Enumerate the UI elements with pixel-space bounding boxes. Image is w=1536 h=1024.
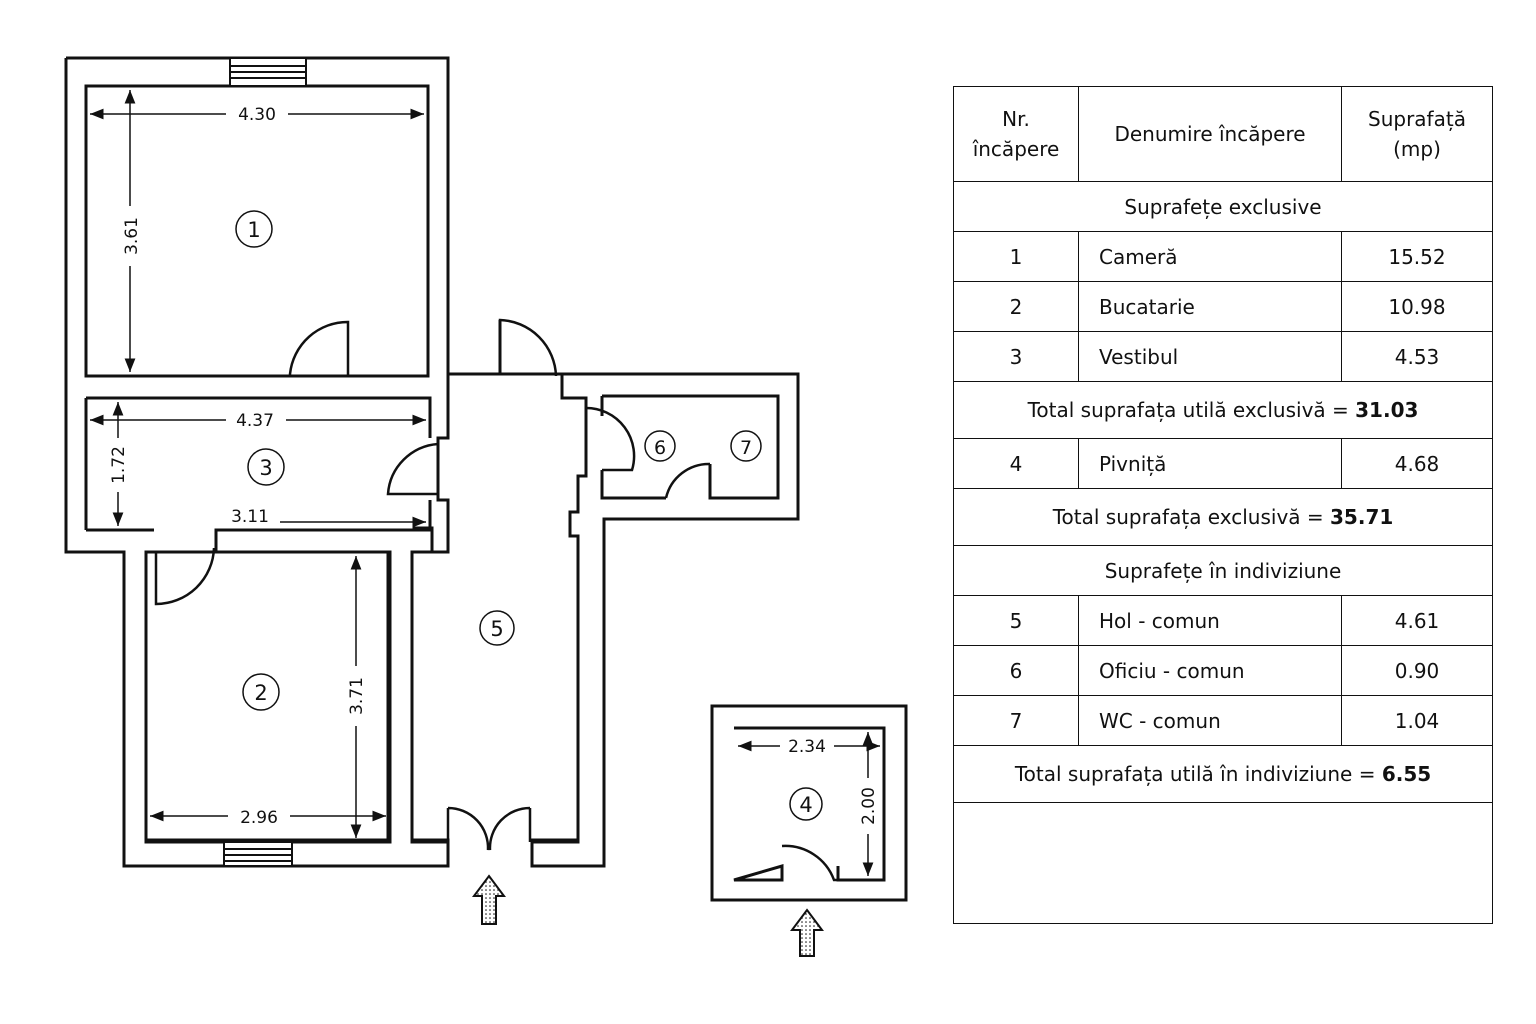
room-markers — [235, 210, 823, 821]
door-hall-top — [498, 318, 558, 377]
doors — [154, 318, 711, 851]
table-row: 2 Bucatarie 10.98 — [953, 281, 1493, 332]
row-area: 4.68 — [1341, 438, 1493, 489]
row-area: 4.61 — [1341, 595, 1493, 646]
dim-room1-width: 4.30 — [238, 105, 276, 125]
room-6-7 — [600, 394, 780, 500]
dimension-labels: 4.30 3.61 4.37 1.72 3.11 3.71 2.96 2.34 … — [109, 105, 879, 828]
window-bottom — [223, 841, 293, 867]
row-area: 4.53 — [1341, 331, 1493, 382]
row-name: Hol - comun — [1078, 595, 1342, 646]
section-exclusive: Suprafețe exclusive — [953, 181, 1493, 232]
header-area-label: Suprafață (mp) — [1368, 107, 1466, 161]
table-row: 4 Pivniță 4.68 — [953, 438, 1493, 489]
table-row: 6 Oficiu - comun 0.90 — [953, 645, 1493, 696]
row-nr: 2 — [953, 281, 1079, 332]
dim-room1-height: 3.61 — [122, 217, 142, 255]
entrance-arrow-main — [472, 874, 506, 925]
door-entrance-right — [488, 806, 532, 851]
row-area: 0.90 — [1341, 645, 1493, 696]
door-room6 — [585, 406, 636, 472]
row-name: Oficiu - comun — [1078, 645, 1342, 696]
row-nr: 4 — [953, 438, 1079, 489]
total-exclusiv: Total suprafața exclusivă = 35.71 — [953, 488, 1493, 546]
table-row: 3 Vestibul 4.53 — [953, 331, 1493, 382]
total-shared-label: Total suprafața utilă în indiviziune = — [1014, 762, 1376, 786]
row-area: 1.04 — [1341, 695, 1493, 746]
blank-row — [953, 802, 1493, 924]
walls — [64, 56, 800, 868]
row-nr: 1 — [953, 231, 1079, 282]
table-header-row: Nr. încăpere Denumire încăpere Suprafață… — [953, 86, 1493, 182]
total-shared: Total suprafața utilă în indiviziune = 6… — [953, 745, 1493, 803]
row-area: 15.52 — [1341, 231, 1493, 282]
room-number-1: 1 — [247, 218, 260, 242]
room-3 — [84, 396, 432, 532]
total-shared-row: Total suprafața utilă în indiviziune = 6… — [953, 745, 1493, 803]
section-shared-row: Suprafețe în indiviziune — [953, 545, 1493, 596]
door-room7 — [664, 462, 711, 499]
row-nr: 6 — [953, 645, 1079, 696]
header-nr: Nr. încăpere — [953, 86, 1079, 182]
total-exclusiv-row: Total suprafața exclusivă = 35.71 — [953, 488, 1493, 546]
blank-cell — [953, 802, 1493, 924]
row-nr: 3 — [953, 331, 1079, 382]
header-name: Denumire încăpere — [1078, 86, 1342, 182]
door-room2 — [154, 547, 216, 606]
room-number-4: 4 — [799, 793, 812, 817]
total-util-exclusiv-row: Total suprafața utilă exclusivă = 31.03 — [953, 381, 1493, 439]
dim-room4-width: 2.34 — [788, 737, 826, 757]
header-area: Suprafață (mp) — [1341, 86, 1493, 182]
door-vestibul — [386, 442, 439, 496]
dim-room4-height: 2.00 — [859, 787, 879, 825]
room-5 — [410, 320, 588, 844]
area-table: Nr. încăpere Denumire încăpere Suprafață… — [953, 86, 1493, 924]
row-nr: 7 — [953, 695, 1079, 746]
row-area: 10.98 — [1341, 281, 1493, 332]
room-number-7: 7 — [740, 437, 752, 459]
section-shared: Suprafețe în indiviziune — [953, 545, 1493, 596]
table-row: 7 WC - comun 1.04 — [953, 695, 1493, 746]
row-name: Bucatarie — [1078, 281, 1342, 332]
dimension-lines — [90, 90, 880, 876]
dim-room2-height: 3.71 — [347, 677, 367, 715]
room-number-6: 6 — [654, 437, 666, 459]
entrance-arrow-cellar — [790, 908, 824, 957]
row-name: Cameră — [1078, 231, 1342, 282]
dim-room3-width-bottom: 3.11 — [231, 507, 269, 527]
room-4 — [710, 704, 908, 902]
row-name: WC - comun — [1078, 695, 1342, 746]
room-number-3: 3 — [259, 456, 272, 480]
dim-room3-width-top: 4.37 — [236, 411, 274, 431]
row-name: Pivniță — [1078, 438, 1342, 489]
table-row: 5 Hol - comun 4.61 — [953, 595, 1493, 646]
window-top — [229, 57, 307, 87]
room-2 — [144, 550, 392, 844]
dim-room2-width: 2.96 — [240, 808, 278, 828]
room-numbers: 1 2 3 4 5 6 7 — [247, 218, 812, 817]
room-number-2: 2 — [254, 681, 267, 705]
total-exclusiv-value: 35.71 — [1330, 505, 1394, 529]
total-util-exclusiv-label: Total suprafața utilă exclusivă = — [1027, 398, 1349, 422]
table-row: 1 Cameră 15.52 — [953, 231, 1493, 282]
door-room1 — [288, 320, 350, 376]
section-exclusive-row: Suprafețe exclusive — [953, 181, 1493, 232]
dim-room3-height: 1.72 — [109, 446, 129, 484]
total-util-exclusiv-value: 31.03 — [1355, 398, 1419, 422]
total-shared-value: 6.55 — [1381, 762, 1432, 786]
header-nr-label: Nr. încăpere — [972, 107, 1060, 161]
row-nr: 5 — [953, 595, 1079, 646]
room-number-5: 5 — [490, 617, 503, 641]
door-entrance-left — [446, 806, 490, 851]
row-name: Vestibul — [1078, 331, 1342, 382]
total-util-exclusiv: Total suprafața utilă exclusivă = 31.03 — [953, 381, 1493, 439]
total-exclusiv-label: Total suprafața exclusivă = — [1052, 505, 1324, 529]
